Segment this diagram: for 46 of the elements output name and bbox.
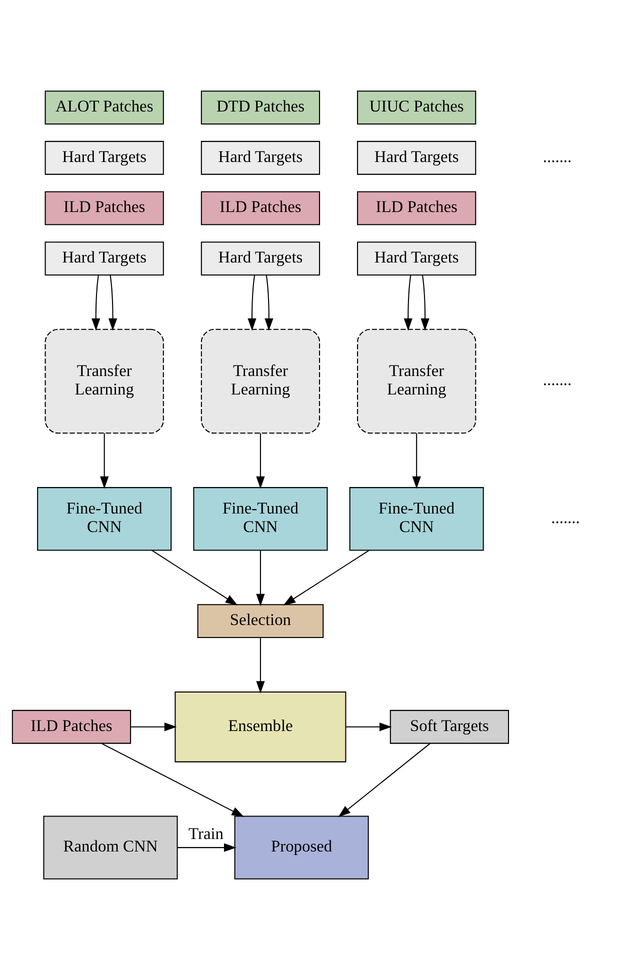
node-box: Transfer Learning	[357, 328, 476, 434]
arrow	[338, 742, 430, 817]
node-box: Hard Targets	[357, 241, 476, 275]
node-box: Fine-Tuned CNN	[37, 486, 172, 550]
arrow	[248, 274, 256, 330]
node-box: UIUC Patches	[357, 90, 476, 124]
arrow	[256, 550, 265, 606]
node-box: Hard Targets	[200, 241, 320, 275]
label: .......	[542, 370, 572, 389]
arrow	[92, 274, 100, 330]
node-box: Transfer Learning	[44, 328, 164, 434]
label: .......	[551, 507, 580, 526]
arrow	[108, 274, 118, 330]
arrow	[283, 549, 370, 605]
arrow	[404, 274, 412, 330]
arrow	[256, 432, 265, 488]
node-box: Selection	[197, 604, 324, 638]
node-box: ILD Patches	[200, 190, 320, 225]
edge-label: Train	[188, 824, 224, 843]
arrow	[256, 637, 265, 693]
arrow	[420, 274, 430, 330]
arrow	[177, 842, 236, 852]
arrow	[412, 432, 421, 488]
node-box: Ensemble	[174, 690, 346, 762]
node-box: Proposed	[234, 815, 369, 879]
node-box: DTD Patches	[200, 90, 320, 124]
arrow	[346, 722, 392, 731]
arrow	[151, 549, 238, 605]
arrow	[264, 274, 274, 330]
node-box: ILD Patches	[44, 190, 164, 225]
arrow	[100, 432, 109, 488]
label: .......	[542, 146, 572, 166]
node-box: Fine-Tuned CNN	[193, 486, 328, 550]
node-box: Fine-Tuned CNN	[349, 486, 484, 550]
node-box: Hard Targets	[357, 140, 476, 174]
arrow	[130, 722, 177, 731]
node-box: Hard Targets	[200, 140, 320, 174]
node-box: ALOT Patches	[44, 90, 164, 124]
node-box: Hard Targets	[44, 241, 164, 275]
node-box: Soft Targets	[390, 709, 510, 744]
node-box: Random CNN	[43, 815, 178, 879]
node-box: ILD Patches	[357, 190, 476, 225]
arrow	[101, 742, 244, 816]
node-box: ILD Patches	[12, 709, 132, 744]
node-box: Hard Targets	[44, 140, 164, 174]
node-box: Transfer Learning	[200, 328, 320, 434]
